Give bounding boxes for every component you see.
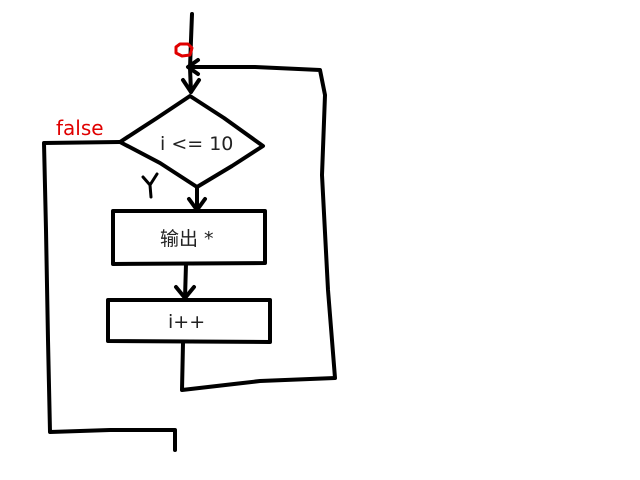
output-step-label: 输出 * [160,228,214,250]
loop-back-line [180,65,337,392]
entry-arrowhead [181,78,201,94]
increment-step-box [106,298,272,344]
false-exit-line [42,140,177,452]
connector-output-to-increment [183,262,188,300]
output-step-box [111,209,267,266]
increment-step-label: i++ [168,311,205,333]
true-label-y [141,172,159,199]
false-label: false [56,116,104,140]
decision-condition: i <= 10 [160,133,233,155]
red-marker [174,42,194,58]
